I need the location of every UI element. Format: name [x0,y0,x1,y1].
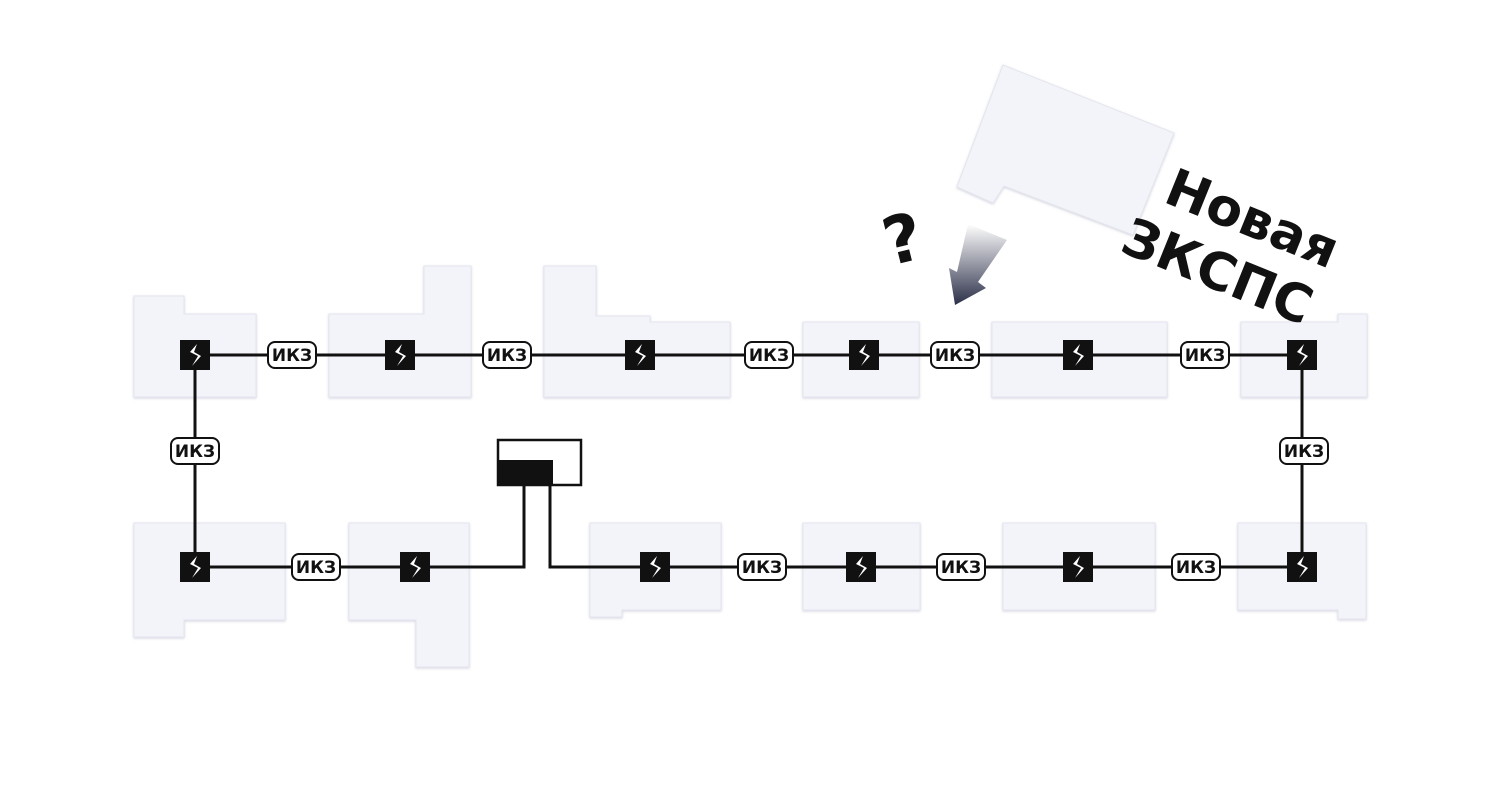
ikz-label: ИКЗ [1279,437,1329,465]
buildings-bottom-row [133,522,1367,668]
question-mark: ? [875,198,931,282]
control-panel-icon [496,438,583,487]
ikz-label: ИКЗ [267,341,317,369]
lightning-bolt-icon [1063,340,1093,370]
new-station-building [956,64,1175,236]
lightning-bolt-icon [1287,340,1317,370]
buildings-top-row [133,265,1368,398]
lightning-bolt-icon [640,552,670,582]
ikz-label: ИКЗ [482,341,532,369]
ikz-label: ИКЗ [737,553,787,581]
ikz-label-text: ИКЗ [749,346,789,366]
ikz-label: ИКЗ [1180,341,1230,369]
lightning-bolt-icon [1063,552,1093,582]
building [328,265,472,398]
ikz-label-text: ИКЗ [296,558,336,578]
substation-nodes [180,340,1317,582]
ikz-label-text: ИКЗ [941,558,981,578]
lightning-bolt-icon [1287,552,1317,582]
ikz-label-text: ИКЗ [175,442,215,462]
lightning-bolt-icon [180,552,210,582]
ikz-label-text: ИКЗ [1284,442,1324,462]
ikz-label: ИКЗ [930,341,980,369]
lightning-bolt-icon [846,552,876,582]
ikz-label-text: ИКЗ [1185,346,1225,366]
lightning-bolt-icon [400,552,430,582]
ikz-label: ИКЗ [744,341,794,369]
ikz-label-text: ИКЗ [742,558,782,578]
building [348,522,470,668]
building [543,265,731,398]
lightning-bolt-icon [385,340,415,370]
lightning-bolt-icon [180,340,210,370]
ikz-label-text: ИКЗ [272,346,312,366]
cable-bottom-right [548,485,1302,569]
ikz-label: ИКЗ [936,553,986,581]
ikz-label-text: ИКЗ [487,346,527,366]
ikz-label: ИКЗ [291,553,341,581]
lightning-bolt-icon [625,340,655,370]
ikz-label-text: ИКЗ [935,346,975,366]
ikz-label: ИКЗ [1171,553,1221,581]
link-labels: ИКЗ ИКЗ ИКЗ ИКЗ ИКЗ ИКЗ ИКЗ ИКЗ ИКЗ ИКЗ ИКЗ [170,341,1329,581]
down-arrow-icon [949,224,1007,305]
ikz-label: ИКЗ [170,437,220,465]
lightning-bolt-icon [849,340,879,370]
ikz-label-text: ИКЗ [1176,558,1216,578]
